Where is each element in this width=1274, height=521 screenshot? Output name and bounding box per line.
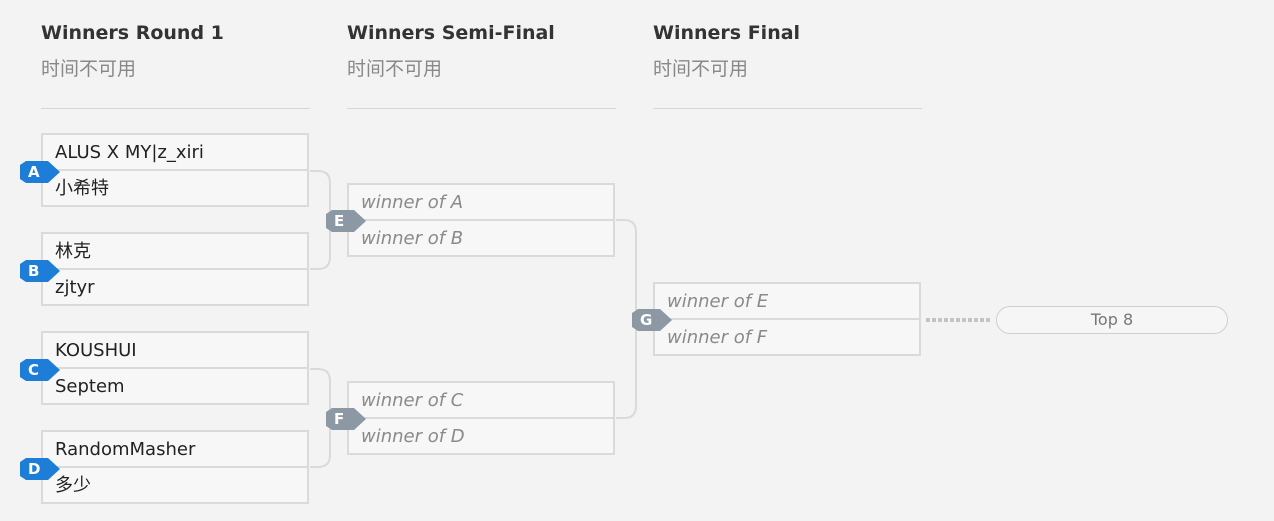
round-title: Winners Round 1 xyxy=(41,22,224,44)
match-tag-d[interactable]: D xyxy=(20,458,60,480)
match-tag-c[interactable]: C xyxy=(20,359,60,381)
match-slot[interactable]: Septem xyxy=(55,376,125,397)
round-divider xyxy=(41,108,310,109)
match-slot[interactable]: ALUS X MY|z_xiri xyxy=(43,135,307,171)
match-slot[interactable]: RandomMasher xyxy=(43,432,307,468)
match-slot[interactable]: winner of C xyxy=(349,383,613,419)
match-tag-a[interactable]: A xyxy=(20,161,60,183)
round-title: Winners Semi-Final xyxy=(347,22,555,44)
match-slot[interactable]: winner of D xyxy=(361,426,465,447)
round-time: 时间不可用 xyxy=(41,58,137,80)
round-header-2: Winners Semi-Final 时间不可用 xyxy=(347,20,616,82)
match-slot[interactable]: KOUSHUI xyxy=(43,333,307,369)
match-slot[interactable]: winner of B xyxy=(361,228,464,249)
round-title: Winners Final xyxy=(653,22,801,44)
match-slot[interactable]: winner of F xyxy=(667,327,768,348)
match-d[interactable]: RandomMasher 多少 xyxy=(41,430,309,504)
match-tag-f[interactable]: F xyxy=(326,408,366,430)
match-slot[interactable]: 林克 xyxy=(43,234,307,270)
result-top-8: Top 8 xyxy=(996,306,1228,334)
round-time: 时间不可用 xyxy=(347,58,443,80)
match-g[interactable]: winner of E winner of F xyxy=(653,282,921,356)
match-a[interactable]: ALUS X MY|z_xiri 小希特 xyxy=(41,133,309,207)
round-header-3: Winners Final 时间不可用 xyxy=(653,20,922,82)
match-tag-b[interactable]: B xyxy=(20,260,60,282)
match-slot[interactable]: zjtyr xyxy=(55,277,95,298)
match-tag-e[interactable]: E xyxy=(326,210,366,232)
round-header-1: Winners Round 1 时间不可用 xyxy=(41,20,310,82)
match-tag-g[interactable]: G xyxy=(632,309,672,331)
match-slot[interactable]: 多少 xyxy=(55,475,91,496)
round-divider xyxy=(347,108,616,109)
round-time: 时间不可用 xyxy=(653,58,749,80)
match-f[interactable]: winner of C winner of D xyxy=(347,381,615,455)
match-slot[interactable]: winner of A xyxy=(349,185,613,221)
match-e[interactable]: winner of A winner of B xyxy=(347,183,615,257)
match-b[interactable]: 林克 zjtyr xyxy=(41,232,309,306)
match-slot[interactable]: winner of E xyxy=(655,284,919,320)
round-divider xyxy=(653,108,922,109)
match-slot[interactable]: 小希特 xyxy=(55,178,109,199)
match-c[interactable]: KOUSHUI Septem xyxy=(41,331,309,405)
